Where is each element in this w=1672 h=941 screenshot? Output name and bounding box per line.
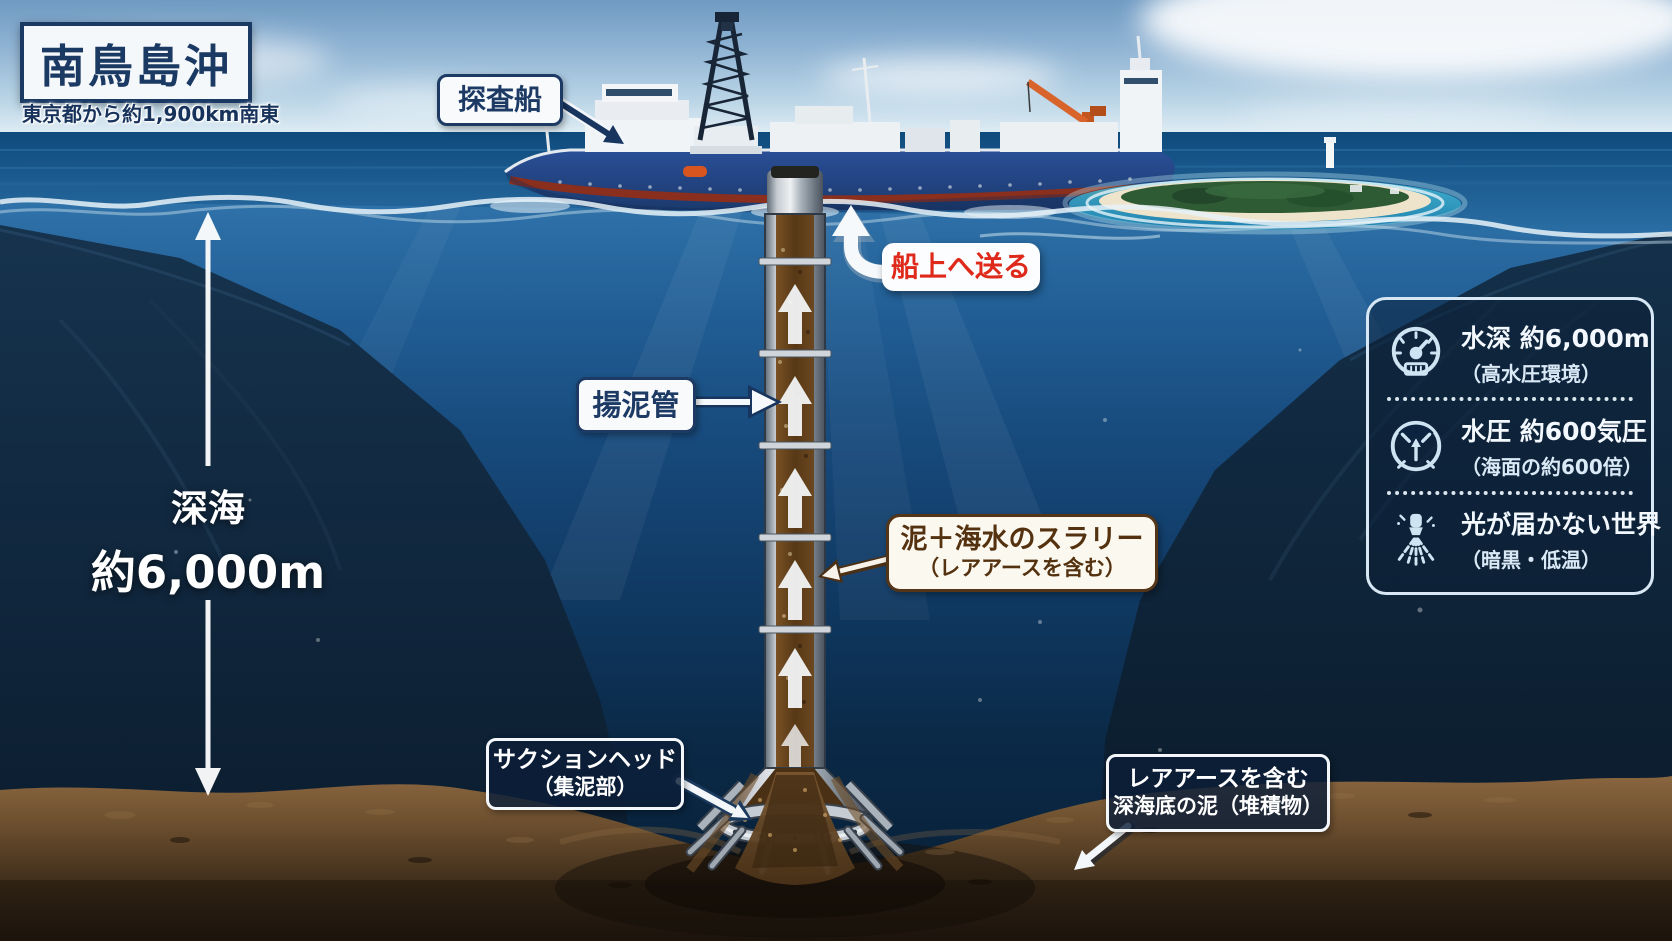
location-subtitle: 東京都から約1,900km南東	[22, 102, 280, 126]
panel-separator	[1387, 490, 1633, 495]
slurry-label-line2: （レアアースを含む）	[918, 556, 1126, 581]
send-to-ship-label-text: 船上へ送る	[890, 250, 1031, 284]
depth-arrow	[195, 212, 221, 796]
riser-pipe-label-text: 揚泥管	[592, 387, 680, 422]
ship-label-arrow	[550, 94, 628, 147]
suction-label-arrow	[672, 774, 752, 821]
sky	[0, 0, 1672, 136]
upflow-arrows	[778, 284, 812, 770]
water-pressure-icon	[1390, 420, 1442, 472]
depth-gauge-icon	[1391, 326, 1441, 376]
suction-head-label-line2: （集泥部）	[532, 775, 638, 800]
canyon-wall-left	[0, 225, 640, 941]
slurry-label-line1: 泥＋海水のスラリー	[900, 524, 1144, 556]
depth-annotation-line2: 約6,000m	[90, 546, 326, 599]
send-to-ship-arrow	[832, 205, 897, 283]
fact-pressure: 水圧 約600気圧 （海面の約600倍）	[1385, 412, 1647, 480]
fact-depth-line2: （高水圧環境）	[1461, 361, 1601, 386]
panel-separator	[1387, 397, 1633, 402]
survey-ship-label-text: 探査船	[457, 83, 542, 117]
slurry-label: 泥＋海水のスラリー （レアアースを含む）	[886, 514, 1158, 592]
fact-no-light-line1: 光が届かない世界	[1461, 510, 1662, 540]
depth-annotation-line1: 深海	[171, 487, 245, 530]
survey-ship-label: 探査船	[437, 74, 563, 126]
suction-head-label: サクションヘッド （集泥部）	[486, 738, 684, 810]
cloud	[1240, 104, 1560, 122]
deep-sea-facts-panel: 水深 約6,000m （高水圧環境） 水圧 約600気圧 （海面の約600倍）	[1366, 297, 1661, 595]
seafloor-mud-label: レアアースを含む 深海底の泥（堆積物）	[1106, 754, 1330, 832]
fact-depth-line1: 水深 約6,000m	[1461, 323, 1650, 353]
riser-pipe	[758, 166, 832, 771]
fact-no-light-line2: （暗黒・低温）	[1461, 548, 1601, 573]
send-to-ship-label: 船上へ送る	[882, 243, 1040, 291]
riser-label-arrow	[694, 385, 782, 419]
fact-pressure-line1: 水圧 約600気圧	[1461, 416, 1647, 446]
minamitorishima-island	[1062, 137, 1468, 235]
location-title: 南鳥島沖	[20, 22, 253, 103]
survey-ship	[504, 12, 1175, 213]
seafloor-mud-label-line1: レアアースを含む	[1127, 766, 1309, 793]
riser-pipe-label: 揚泥管	[576, 377, 696, 433]
no-light-icon	[1397, 514, 1435, 566]
lighthouse	[1326, 142, 1334, 168]
mud-plume	[686, 772, 904, 885]
suction-head-label-line1: サクションヘッド	[493, 747, 677, 774]
depth-annotation: 深海 約6,000m	[78, 478, 338, 601]
fact-no-light: 光が届かない世界 （暗黒・低温）	[1385, 505, 1661, 573]
seafloor-mud-label-line2: 深海底の泥（堆積物）	[1113, 794, 1323, 819]
slurry-label-arrow	[818, 555, 890, 583]
cloud	[820, 58, 1060, 96]
fact-depth: 水深 約6,000m （高水圧環境）	[1385, 319, 1650, 387]
fact-pressure-line2: （海面の約600倍）	[1461, 454, 1643, 479]
